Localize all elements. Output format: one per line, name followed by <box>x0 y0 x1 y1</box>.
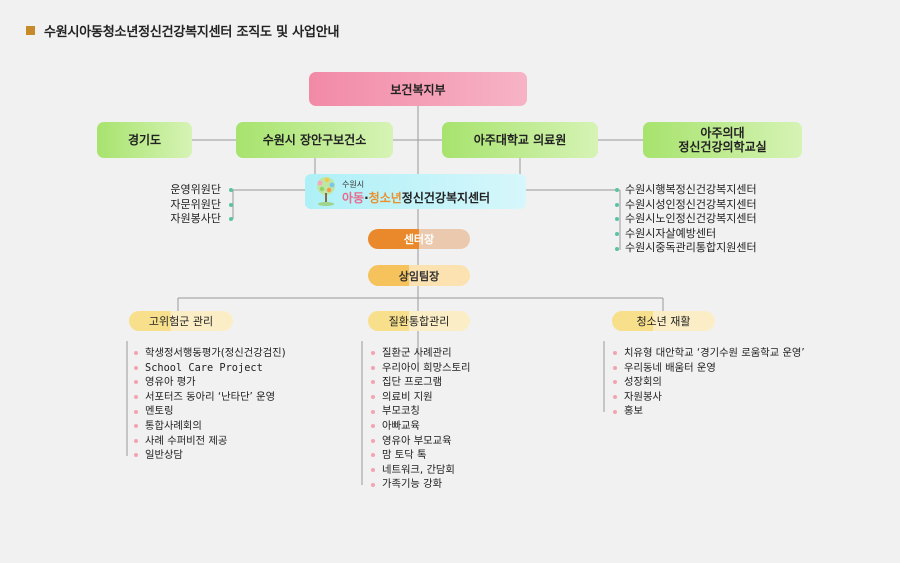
bullet-dot-icon <box>134 424 138 429</box>
list-item: 자원봉사단 <box>130 212 233 227</box>
bullet-dot-icon <box>229 202 233 207</box>
bullet-dot-icon <box>615 217 619 222</box>
bullet-dot-icon <box>371 380 375 385</box>
bullet-dot-icon <box>371 438 375 443</box>
list-item: School Care Project <box>134 361 286 376</box>
list-item: 치유형 대안학교 ‘경기수원 로움학교 운영’ <box>613 346 805 361</box>
list-item: 영유아 부모교육 <box>371 434 471 449</box>
bullet-dot-icon <box>615 232 619 237</box>
list-item: 의료비 지원 <box>371 390 471 405</box>
bullet-dot-icon <box>134 453 138 458</box>
list-item: 성장회의 <box>613 375 805 390</box>
center-name-part1: 아동 <box>342 191 365 205</box>
list-item: 수원시성인정신건강복지센터 <box>615 198 757 213</box>
bullet-dot-icon <box>134 409 138 414</box>
bullet-dot-icon <box>371 468 375 473</box>
bullet-dot-icon <box>371 409 375 414</box>
bullet-dot-icon <box>371 395 375 400</box>
ministry-label: 보건복지부 <box>390 82 446 97</box>
category-high-risk: 고위험군 관리 <box>129 311 233 331</box>
center-box: 수원시 아동·청소년정신건강복지센터 <box>305 174 526 209</box>
bullet-dot-icon <box>615 188 619 193</box>
bullet-dot-icon <box>229 188 233 193</box>
list-item: 부모코칭 <box>371 404 471 419</box>
tree-logo-icon <box>317 177 335 206</box>
bullet-dot-icon <box>613 395 617 400</box>
page-title: 수원시아동청소년정신건강복지센터 조직도 및 사업안내 <box>44 24 340 40</box>
list-item: 수원시노인정신건강복지센터 <box>615 212 757 227</box>
health-center-box: 수원시 장안구보건소 <box>236 122 393 158</box>
title-marker-icon <box>26 25 35 35</box>
center-name-dot: · <box>364 191 369 205</box>
ajou-dept-box: 아주의대 정신건강의학교실 <box>643 122 802 158</box>
team-lead-label: 상임팀장 <box>398 269 440 283</box>
bullet-dot-icon <box>371 424 375 429</box>
list-item: 일반상담 <box>134 448 286 463</box>
list-item: 가족기능 강화 <box>371 477 471 492</box>
center-city-label: 수원시 <box>342 180 365 189</box>
bullet-dot-icon <box>134 438 138 443</box>
list-item: 네트워크, 간담회 <box>371 463 471 478</box>
bullet-dot-icon <box>371 351 375 356</box>
hospital-box: 아주대학교 의료원 <box>442 122 598 158</box>
bullet-dot-icon <box>615 202 619 207</box>
bullet-dot-icon <box>371 453 375 458</box>
bullet-dot-icon <box>613 380 617 385</box>
youth-rehab-program-list: 치유형 대안학교 ‘경기수원 로움학교 운영’ 우리동네 배움터 운영 성장회의… <box>613 346 805 419</box>
bullet-dot-icon <box>134 395 138 400</box>
list-item: 학생정서행동평가(정신건강검진) <box>134 346 286 361</box>
list-item: 자문위원단 <box>130 198 233 213</box>
category-disease-management: 질환통합관리 <box>368 311 470 331</box>
list-item: 사례 수퍼비전 제공 <box>134 434 286 449</box>
bullet-dot-icon <box>229 217 233 222</box>
bullet-dot-icon <box>134 365 138 370</box>
bullet-dot-icon <box>615 246 619 251</box>
director-box: 센터장 <box>368 229 470 249</box>
list-item: 자원봉사 <box>613 390 805 405</box>
bullet-dot-icon <box>134 351 138 356</box>
health-center-label: 수원시 장안구보건소 <box>262 133 367 147</box>
gyeonggi-label: 경기도 <box>127 133 162 147</box>
page-header: 수원시아동청소년정신건강복지센터 조직도 및 사업안내 <box>26 20 339 40</box>
list-item: 수원시행복정신건강복지센터 <box>615 183 757 198</box>
ajou-dept-line1: 아주의대 <box>700 126 745 140</box>
list-item: 아빠교육 <box>371 419 471 434</box>
list-item: 우리동네 배움터 운영 <box>613 361 805 376</box>
hospital-label: 아주대학교 의료원 <box>473 133 567 147</box>
director-label: 센터장 <box>403 233 435 246</box>
list-item: 멘토링 <box>134 404 286 419</box>
partner-centers-list: 수원시행복정신건강복지센터 수원시성인정신건강복지센터 수원시노인정신건강복지센… <box>615 183 757 256</box>
list-item: 영유아 평가 <box>134 375 286 390</box>
ajou-dept-line2: 정신건강의학교실 <box>678 140 767 154</box>
high-risk-program-list: 학생정서행동평가(정신건강검진) School Care Project 영유아… <box>134 346 286 463</box>
bullet-dot-icon <box>371 482 375 487</box>
center-name-part2: 청소년 <box>368 191 402 205</box>
list-item: 수원시중독관리통합지원센터 <box>615 241 757 256</box>
ministry-box: 보건복지부 <box>309 72 527 106</box>
list-item: 질환군 사례관리 <box>371 346 471 361</box>
bullet-dot-icon <box>371 365 375 370</box>
bullet-dot-icon <box>613 409 617 414</box>
disease-program-list: 질환군 사례관리 우리아이 희망스토리 집단 프로그램 의료비 지원 부모코칭 … <box>371 346 471 492</box>
bullet-dot-icon <box>613 351 617 356</box>
list-item: 통합사례회의 <box>134 419 286 434</box>
advisory-list: 운영위원단 자문위원단 자원봉사단 <box>130 183 233 227</box>
list-item: 집단 프로그램 <box>371 375 471 390</box>
list-item: 수원시자살예방센터 <box>615 227 757 242</box>
center-name-part3: 정신건강복지센터 <box>401 191 491 205</box>
gyeonggi-box: 경기도 <box>97 122 192 158</box>
list-item: 우리아이 희망스토리 <box>371 361 471 376</box>
bullet-dot-icon <box>134 380 138 385</box>
list-item: 서포터즈 동아리 ‘난타단’ 운영 <box>134 390 286 405</box>
team-lead-box: 상임팀장 <box>368 265 470 286</box>
list-item: 맘 토닥 톡 <box>371 448 471 463</box>
category-youth-rehab: 청소년 재활 <box>612 311 715 331</box>
list-item: 홍보 <box>613 404 805 419</box>
bullet-dot-icon <box>613 365 617 370</box>
center-name: 아동·청소년정신건강복지센터 <box>342 189 490 206</box>
list-item: 운영위원단 <box>130 183 233 198</box>
